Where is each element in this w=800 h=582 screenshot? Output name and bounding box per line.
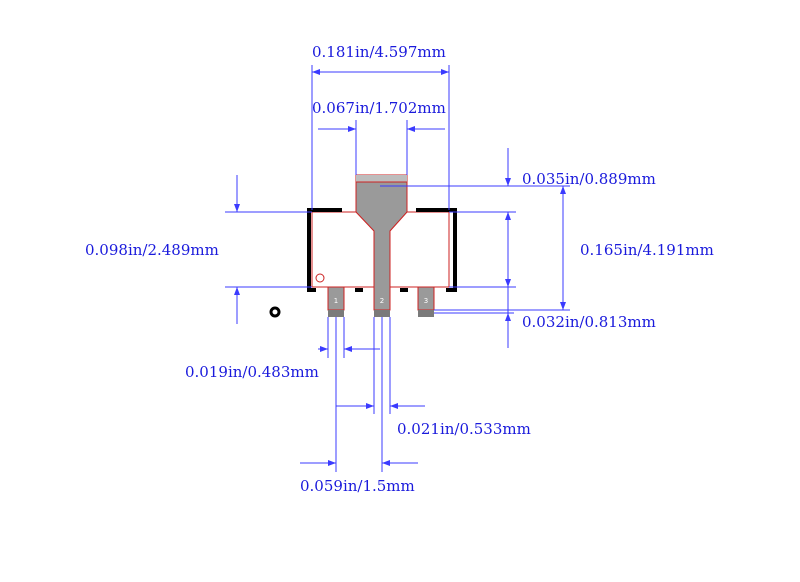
- dim-tab-protrusion: 0.035in/0.889mm: [380, 148, 656, 188]
- dim-tab-width: 0.067in/1.702mm: [312, 99, 446, 175]
- dim-body-height: 0.098in/2.489mm: [85, 175, 312, 324]
- dim-lead-pitch: 0.059in/1.5mm: [300, 317, 418, 495]
- dim-overall-height-label: 0.165in/4.191mm: [580, 241, 714, 259]
- pin-1-marker-icon: [315, 273, 325, 283]
- dim-overall-width-label: 0.181in/4.597mm: [312, 43, 446, 61]
- dim-lead-width: 0.019in/0.483mm: [185, 317, 380, 381]
- dim-overall-height: 0.165in/4.191mm: [407, 185, 714, 311]
- dim-body-height-label: 0.098in/2.489mm: [85, 241, 219, 259]
- dim-body-height-right: [449, 211, 516, 288]
- pin-label-3: 3: [424, 297, 428, 305]
- lead-1-tip: [328, 310, 344, 317]
- dim-center-lead-width-label: 0.021in/0.533mm: [397, 420, 531, 438]
- dim-lead-length-label: 0.032in/0.813mm: [522, 313, 656, 331]
- dim-overall-width: 0.181in/4.597mm: [311, 43, 450, 210]
- dim-tab-width-label: 0.067in/1.702mm: [312, 99, 446, 117]
- lead-3-tip: [418, 310, 434, 317]
- dim-lead-length: 0.032in/0.813mm: [434, 287, 656, 348]
- dim-lead-pitch-label: 0.059in/1.5mm: [300, 477, 415, 495]
- pin-label-2: 2: [380, 297, 384, 305]
- silkscreen-outline: [307, 208, 457, 292]
- dim-lead-width-label: 0.019in/0.483mm: [185, 363, 319, 381]
- origin-marker-icon: [269, 306, 281, 318]
- pin-label-1: 1: [334, 297, 338, 305]
- tab-top-band: [356, 175, 407, 182]
- lead-2-tip: [374, 310, 390, 317]
- dim-tab-protrusion-label: 0.035in/0.889mm: [522, 170, 656, 188]
- dim-center-lead-width: 0.021in/0.533mm: [336, 317, 531, 438]
